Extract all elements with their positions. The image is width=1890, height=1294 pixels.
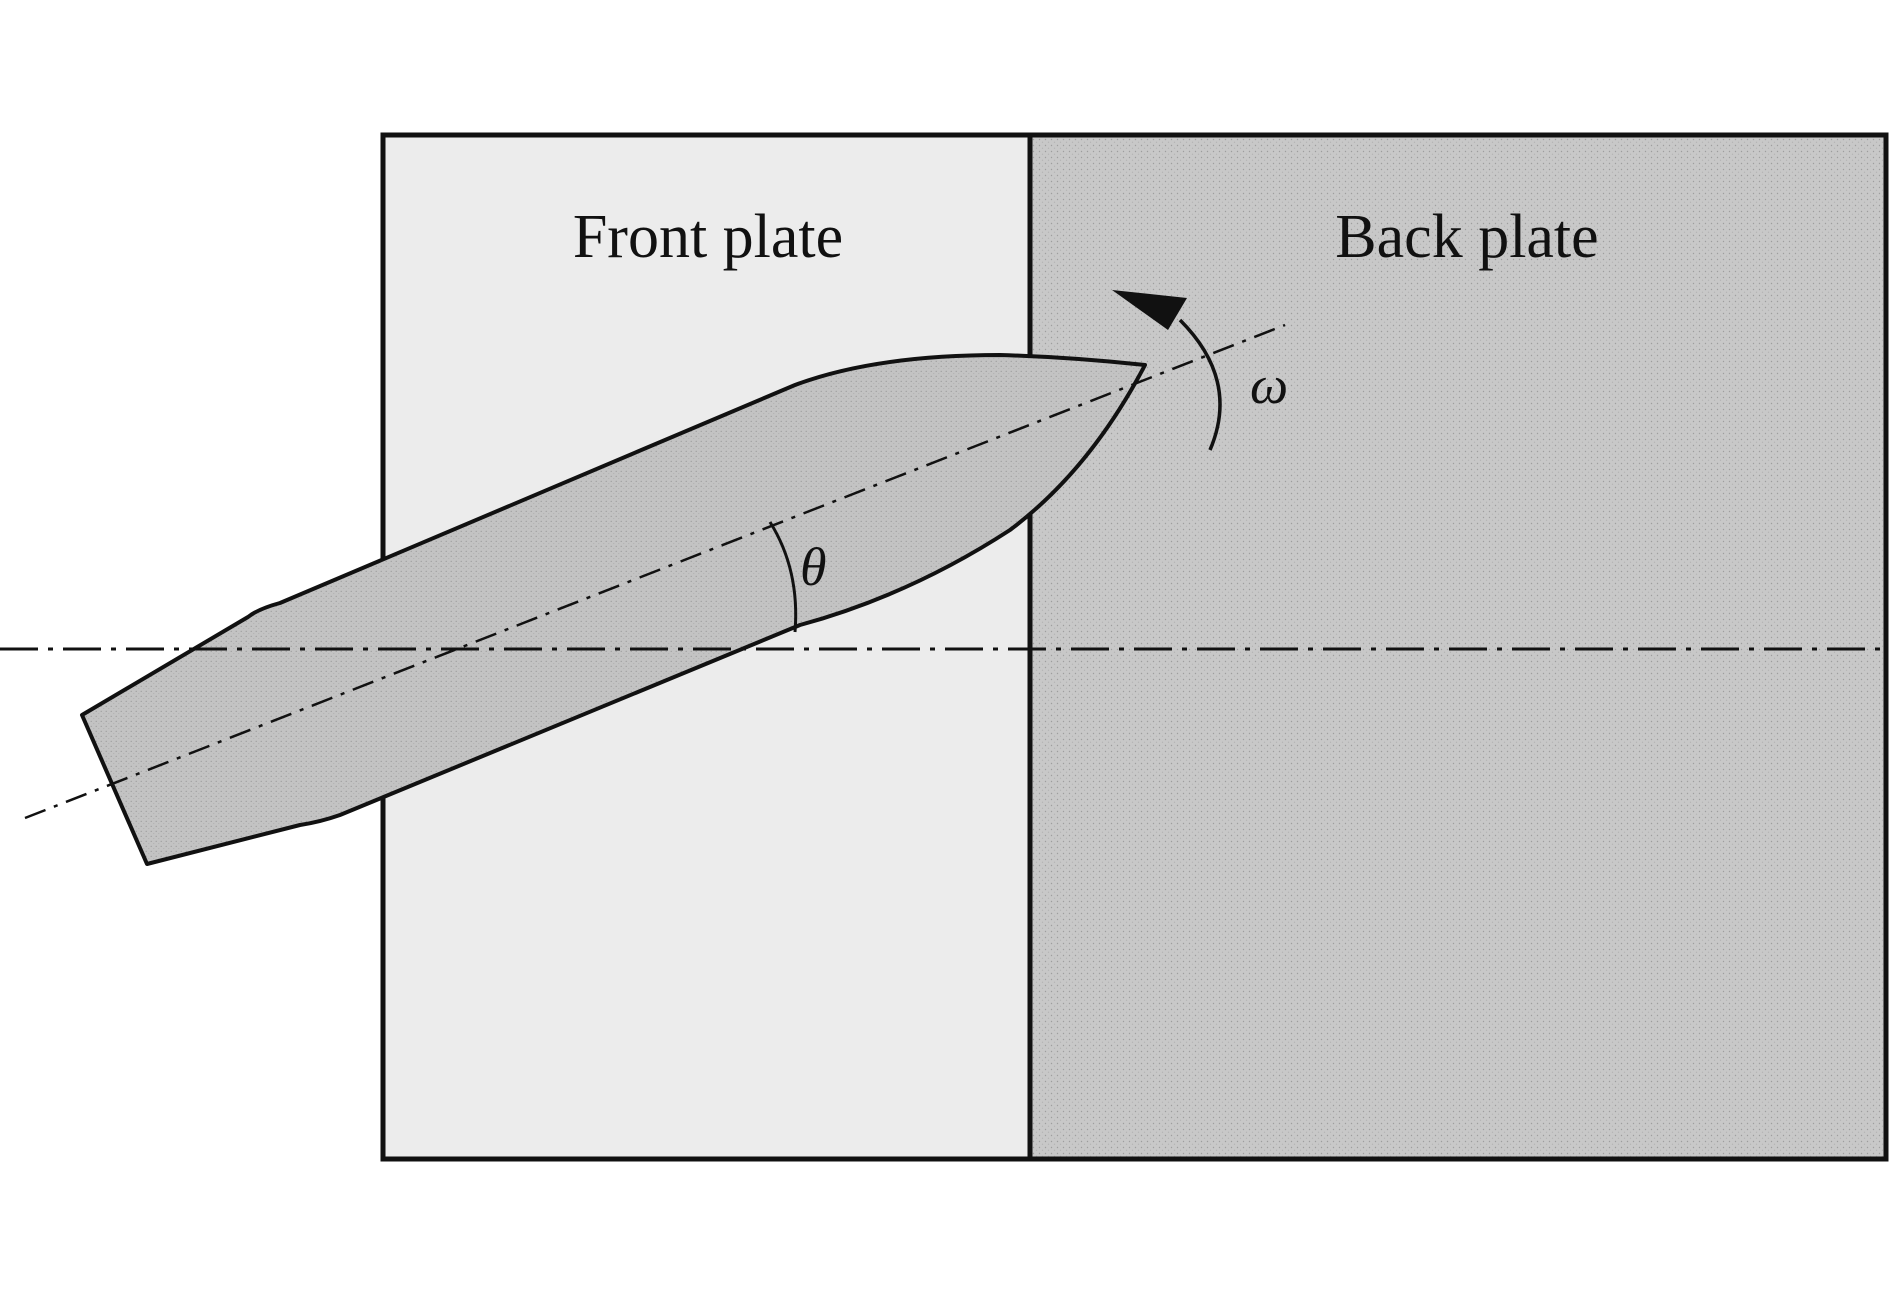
front-plate-label: Front plate (573, 203, 843, 271)
angular-velocity-label: ω (1250, 355, 1288, 415)
rotation-arrowhead-icon (1112, 290, 1187, 330)
projectile-axis-line (24, 323, 1286, 820)
projectile (80, 353, 1147, 866)
rotation-arrow-arc (1178, 318, 1222, 451)
back-plate (1027, 132, 1889, 1162)
angle-label: θ (800, 537, 827, 597)
angle-arc (768, 521, 798, 633)
back-plate-label: Back plate (1335, 203, 1598, 271)
